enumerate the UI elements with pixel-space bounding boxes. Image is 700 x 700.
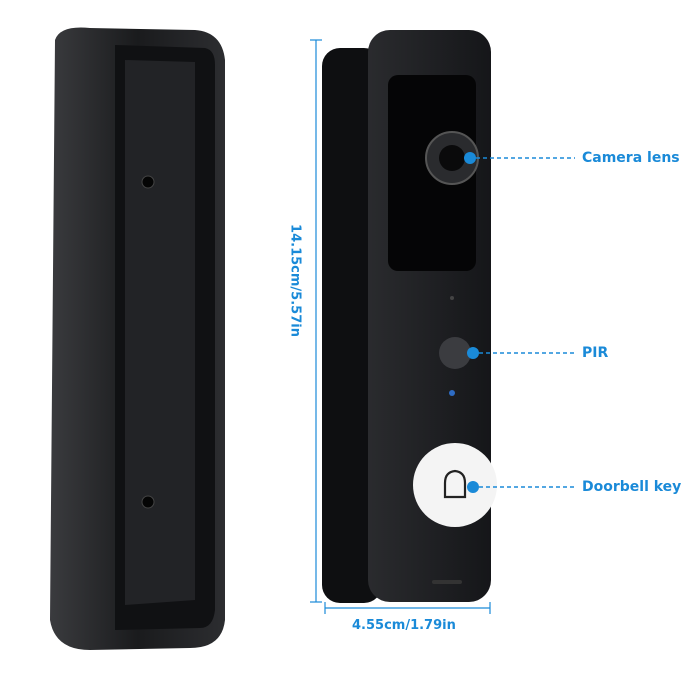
dimension-lines	[310, 39, 491, 614]
pir-label: PIR	[582, 345, 609, 361]
width-dimension-label: 4.55cm/1.79in	[352, 618, 456, 633]
screw-hole	[141, 495, 155, 509]
doorbell-button	[413, 443, 497, 527]
camera-lens-label: Camera lens	[582, 150, 680, 166]
doorbell-key-label: Doorbell key	[582, 479, 682, 495]
status-led	[449, 390, 455, 396]
mounting-bracket	[50, 27, 225, 650]
doorbell-device	[322, 30, 497, 603]
callouts	[464, 152, 575, 493]
screw-hole	[141, 175, 155, 189]
height-dimension-label: 14.15cm/5.57in	[287, 224, 303, 337]
pir-sensor	[439, 337, 471, 369]
bell-icon	[443, 469, 467, 499]
